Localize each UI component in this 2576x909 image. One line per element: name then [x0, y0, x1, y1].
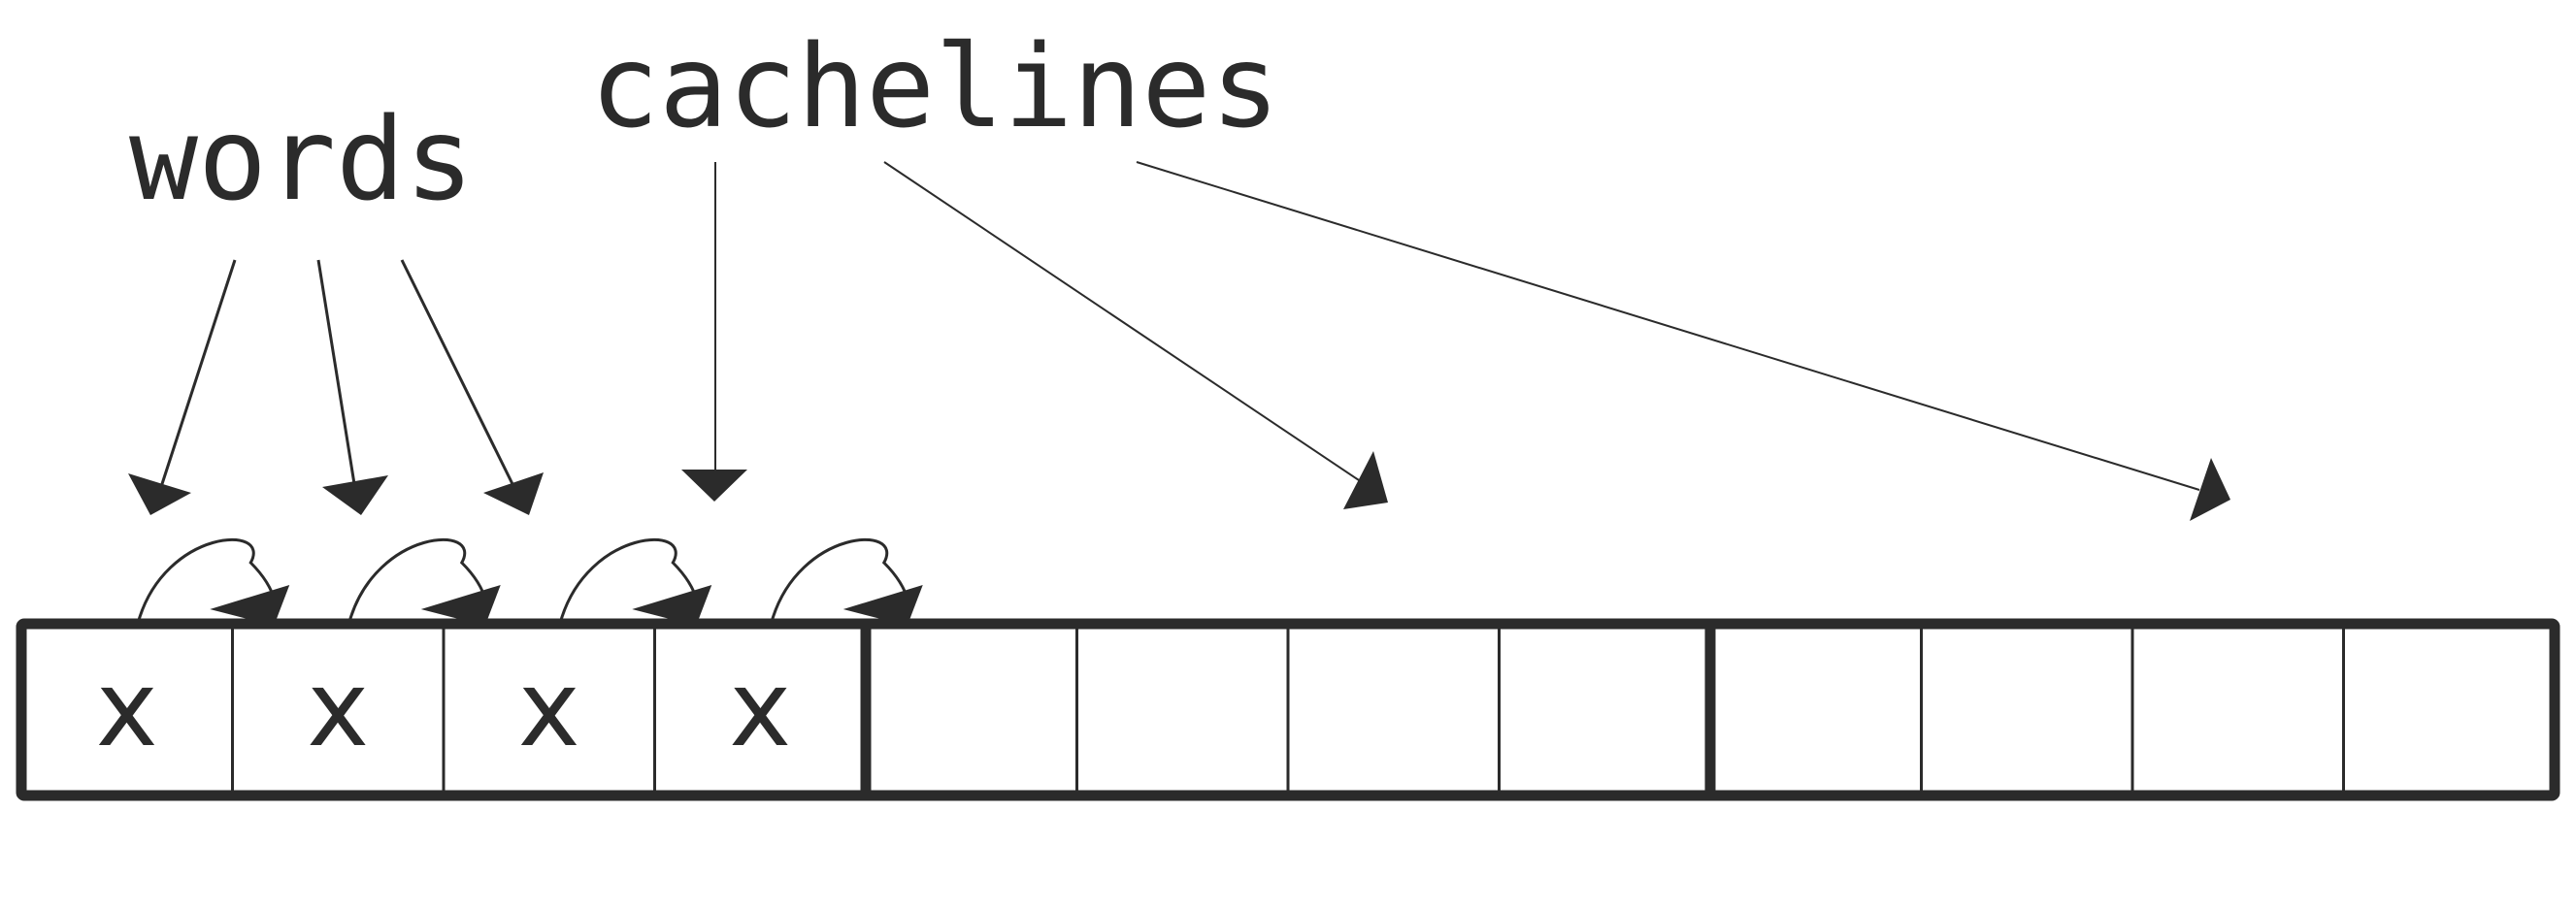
word-pointers: [158, 259, 517, 491]
hop-arrow-curve: [770, 537, 910, 622]
arrowhead-icon: [322, 475, 388, 515]
accessed-word-mark: x: [96, 649, 158, 770]
cacheline-pointers: [714, 161, 2200, 491]
hop-arrowhead-icon: [210, 585, 290, 626]
arrowhead-icon: [1343, 451, 1388, 509]
accessed-word-mark: x: [307, 649, 369, 770]
hop-arrowhead-icon: [420, 585, 501, 626]
hop-arrowhead-icon: [842, 585, 923, 626]
accessed-word-mark: x: [729, 649, 791, 770]
word-pointer-line: [400, 259, 517, 491]
arrowhead-icon: [483, 472, 544, 515]
sequential-hops: [137, 537, 923, 626]
hop-arrow-curve: [347, 537, 488, 622]
word-pointer-line: [316, 259, 357, 491]
word-pointer-line: [158, 259, 237, 491]
arrowhead-icon: [2190, 458, 2230, 521]
hop-arrow-curve: [559, 537, 699, 622]
cacheline-pointer-line: [883, 161, 1360, 481]
cachelines-label: cachelines: [590, 19, 1279, 153]
hop-arrow-curve: [137, 537, 277, 622]
cacheline-pointer-arrowheads: [681, 451, 2230, 521]
word-pointer-arrowheads: [128, 472, 544, 515]
words-label: words: [129, 92, 474, 226]
arrowhead-icon: [681, 470, 747, 502]
arrowhead-icon: [128, 473, 191, 515]
accessed-word-mark: x: [518, 649, 580, 770]
hop-arrowhead-icon: [632, 585, 712, 626]
cacheline-pointer-line: [1136, 161, 2200, 491]
